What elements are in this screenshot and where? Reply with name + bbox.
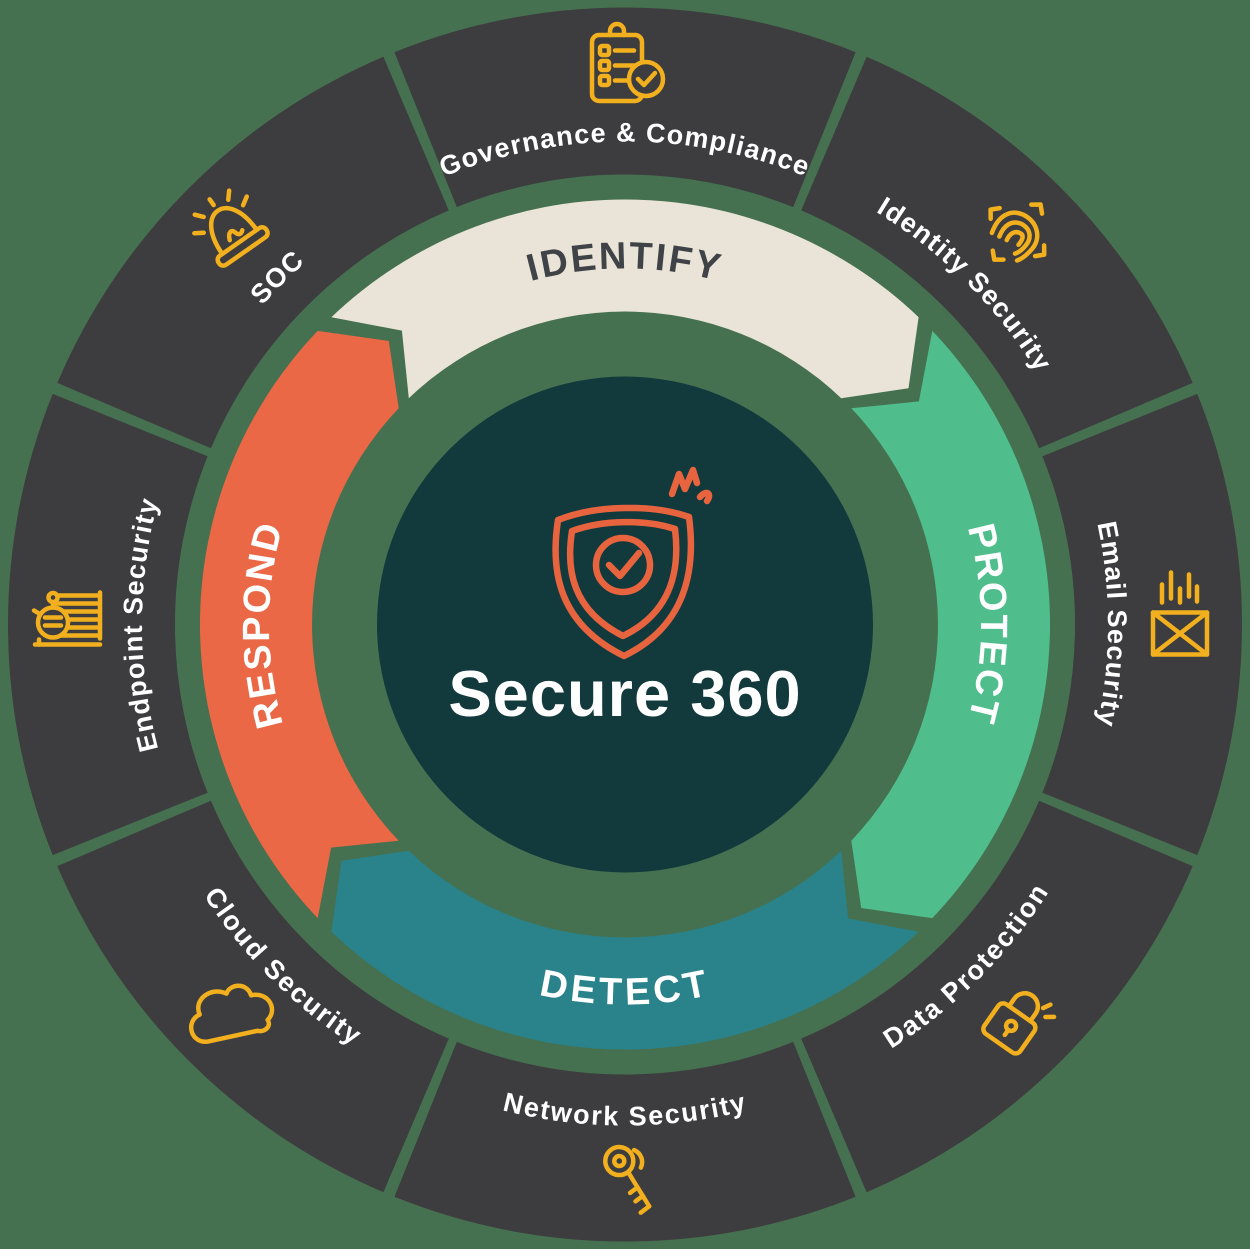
segment-arc	[7, 393, 208, 856]
outer-segment-network-security: Network Security	[394, 1041, 856, 1242]
inner-segment-detect: DETECT	[331, 850, 919, 1050]
envelope-send-icon	[1150, 570, 1210, 657]
outer-segment-governance-compliance: Governance & Compliance	[394, 7, 856, 208]
segment-arc	[1042, 393, 1243, 856]
segment-arc	[801, 800, 1193, 1193]
cloud-icon	[188, 983, 275, 1044]
clipboard-checklist-icon	[589, 21, 666, 104]
outer-segment-endpoint-security: Endpoint Security	[7, 393, 208, 856]
padlock-icon	[981, 991, 1057, 1056]
inner-segment-protect: PROTECT	[851, 330, 1051, 919]
outer-segment-email-security: Email Security	[1042, 393, 1243, 856]
inner-segment-identify: IDENTIFY	[331, 199, 919, 399]
shield-check-icon	[552, 466, 713, 660]
segment-arc	[57, 56, 449, 449]
fingerprint-icon	[988, 202, 1047, 263]
detect-arrow-arc	[331, 850, 919, 1050]
keys-icon	[603, 1144, 652, 1215]
center-circle	[377, 376, 873, 873]
segment-arc	[394, 7, 856, 208]
outer-segment-soc: SOC	[57, 56, 449, 449]
segment-arc	[801, 56, 1193, 449]
siren-icon	[192, 188, 270, 268]
inner-segment-respond: RESPOND	[199, 330, 399, 919]
magnifier-flipchart-icon	[31, 590, 103, 647]
inner-ring: IDENTIFY PROTECT DETECT RESPOND	[199, 199, 1051, 1050]
identify-arrow-arc	[331, 199, 919, 399]
center-badge: Secure 360	[377, 376, 873, 873]
respond-arrow-arc	[199, 330, 399, 919]
center-title: Secure 360	[448, 657, 801, 730]
segment-arc	[394, 1041, 856, 1242]
protect-arrow-arc	[851, 330, 1051, 919]
